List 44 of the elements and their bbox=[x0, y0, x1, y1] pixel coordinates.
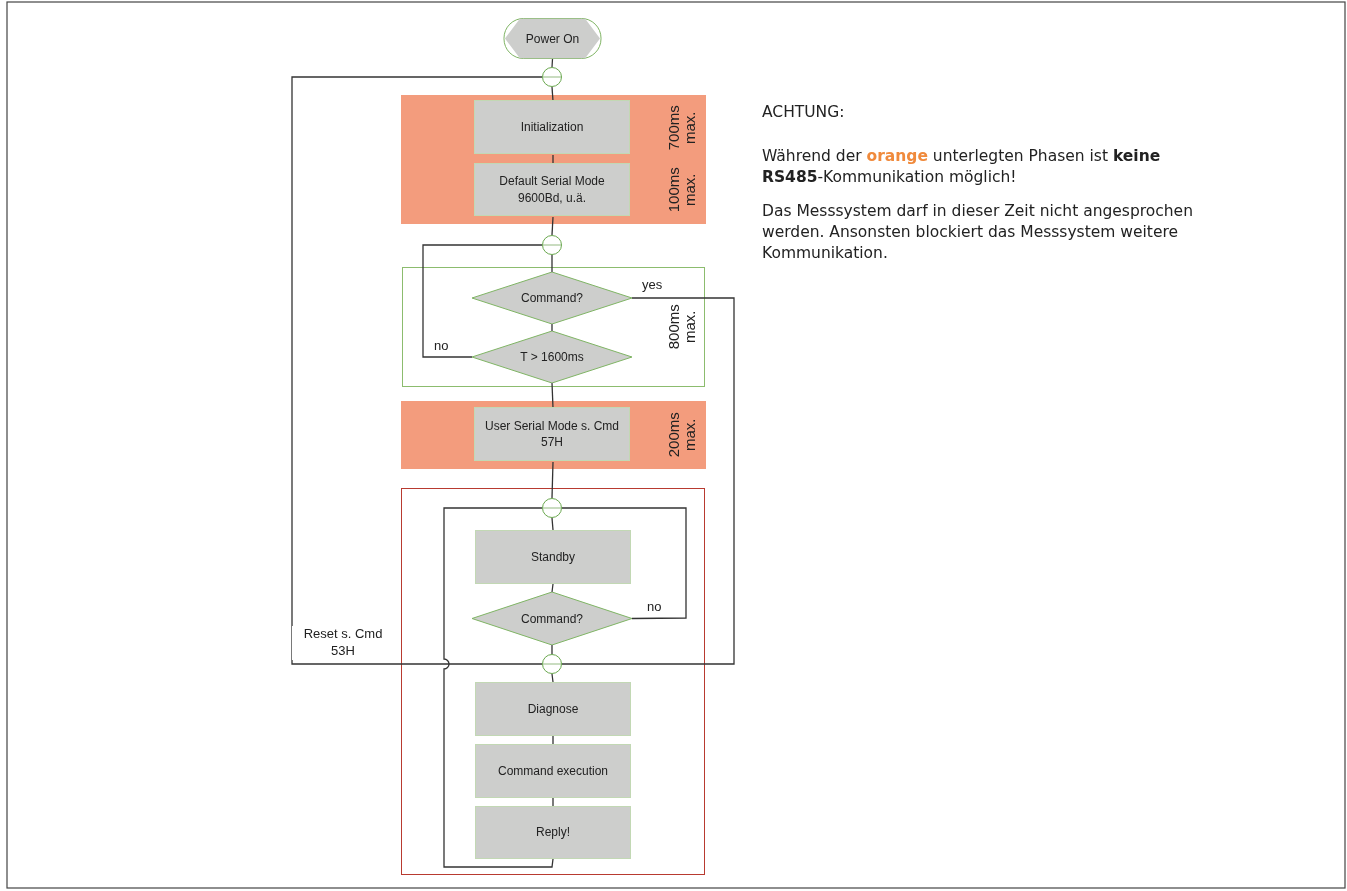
connector-line bbox=[551, 323, 553, 332]
decision-diamond: T > 1600ms bbox=[472, 331, 632, 383]
process-box: Diagnose bbox=[475, 682, 631, 736]
connector-line bbox=[561, 507, 687, 620]
connector-line bbox=[551, 517, 554, 531]
process-box: Reply! bbox=[475, 806, 631, 859]
warning-text: Während der orange unterlegten Phasen ist keine RS485-Kommunikation möglich! bbox=[762, 146, 1162, 188]
duration-label: 700ms max. bbox=[666, 104, 698, 152]
connector-line bbox=[552, 735, 554, 745]
connector-line bbox=[551, 382, 554, 409]
phase-frame bbox=[402, 267, 705, 387]
connector-line bbox=[551, 216, 554, 236]
warning-heading: ACHTUNG: bbox=[762, 102, 846, 123]
phase-band bbox=[401, 401, 706, 469]
connector-line bbox=[551, 673, 554, 683]
connector-line bbox=[551, 254, 553, 273]
junction-circle bbox=[542, 67, 562, 87]
phase-frame bbox=[401, 488, 705, 875]
connector-line bbox=[551, 58, 554, 68]
duration-label: 200ms max. bbox=[666, 411, 698, 459]
start-terminal: Power On bbox=[503, 18, 602, 59]
connector-line bbox=[551, 86, 554, 102]
connector-line bbox=[561, 297, 735, 665]
connector-line bbox=[552, 797, 554, 807]
process-box: Default Serial Mode 9600Bd, u.ä. bbox=[474, 163, 630, 216]
decision-diamond: Command? bbox=[472, 272, 632, 324]
decision-diamond: Command? bbox=[472, 592, 632, 645]
process-box: User Serial Mode s. Cmd 57H bbox=[474, 407, 630, 461]
note-text: Das Messsystem darf in dieser Zeit nicht angesprochen werden. Ansonsten blockiert das Messsystem weitere Kommunikation. bbox=[762, 201, 1194, 264]
process-box: Standby bbox=[475, 530, 631, 584]
duration-label: 800ms max. bbox=[666, 303, 698, 351]
junction-circle bbox=[542, 498, 562, 518]
process-box: Initialization bbox=[474, 100, 630, 154]
connector-line bbox=[291, 76, 543, 665]
junction-circle bbox=[542, 235, 562, 255]
connector-line bbox=[552, 154, 554, 165]
phase-band bbox=[401, 95, 706, 224]
junction-circle bbox=[542, 654, 562, 674]
connector-line bbox=[551, 644, 553, 655]
connector-line bbox=[422, 244, 543, 358]
connector-line bbox=[551, 461, 554, 499]
duration-label: 100ms max. bbox=[666, 166, 698, 214]
connector-line bbox=[551, 583, 554, 593]
process-box: Command execution bbox=[475, 744, 631, 798]
